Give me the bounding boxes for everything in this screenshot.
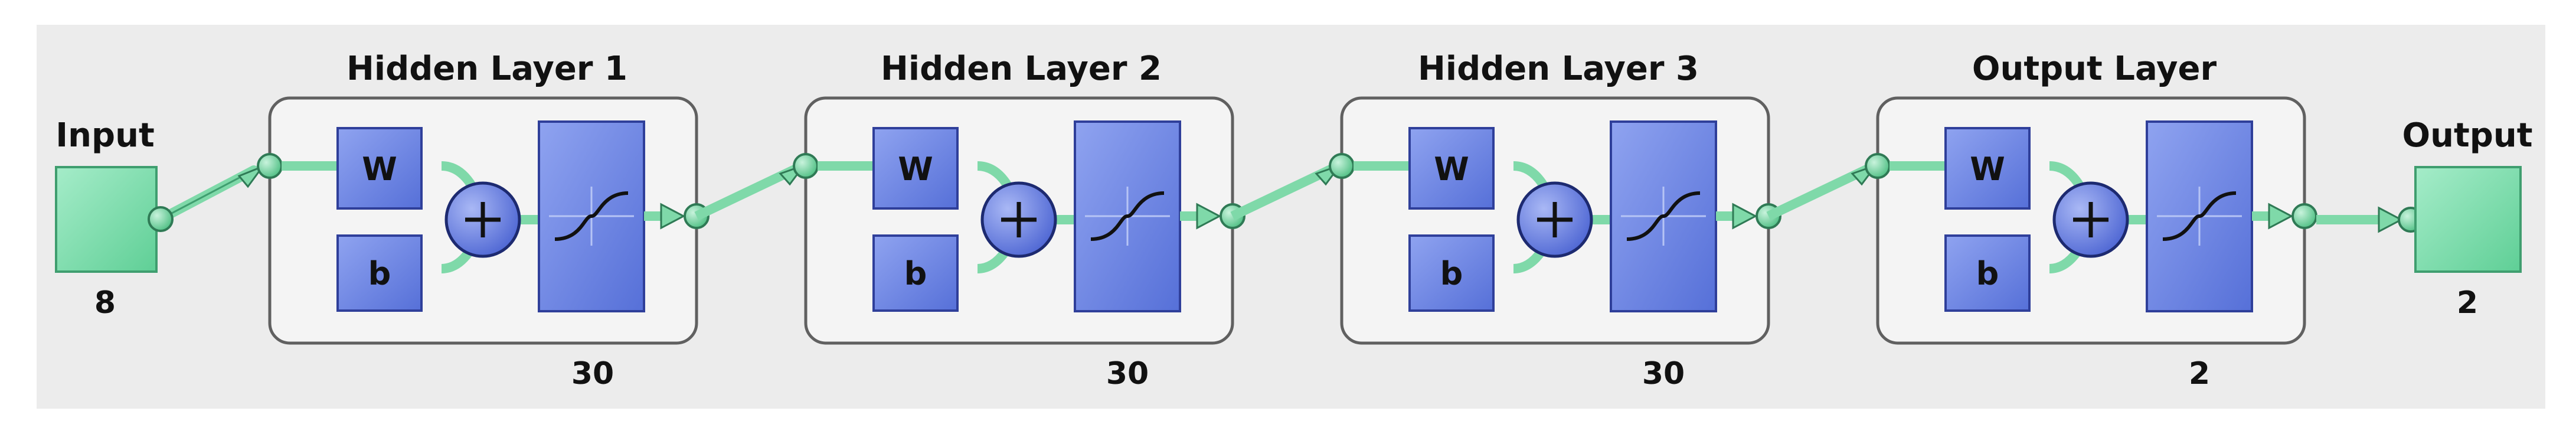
weight-block bbox=[336, 127, 423, 210]
bias-block bbox=[336, 234, 423, 312]
weight-block bbox=[872, 127, 959, 210]
layer-title: Output Layer bbox=[1972, 50, 2217, 88]
arrow-icon bbox=[237, 164, 266, 188]
bias-block bbox=[1408, 234, 1495, 312]
connector-node-icon bbox=[1329, 153, 1355, 179]
weight-block bbox=[1944, 127, 2031, 210]
hidden-layer-3: Hidden Layer 3 W b 30 bbox=[1329, 50, 1781, 392]
layer-title: Hidden Layer 1 bbox=[346, 50, 627, 88]
input-label: Input bbox=[55, 116, 154, 155]
connector-node-icon bbox=[257, 153, 283, 179]
connector-node-icon bbox=[1865, 153, 1891, 179]
inter-layer-wire bbox=[1230, 164, 1335, 221]
connector-node-icon bbox=[2291, 203, 2317, 229]
hidden-layer-1: Hidden Layer 1 W b 30 bbox=[257, 50, 710, 392]
arrow-icon bbox=[2378, 206, 2404, 233]
weight-label: W bbox=[898, 151, 933, 188]
layer-size: 30 bbox=[1106, 356, 1149, 392]
hidden-layer-2: Hidden Layer 2 W b 30 bbox=[793, 50, 1245, 392]
bias-label: b bbox=[368, 255, 391, 292]
arrow-icon bbox=[2268, 203, 2294, 230]
input-size: 8 bbox=[94, 285, 116, 321]
bias-block bbox=[1944, 234, 2031, 312]
output-block bbox=[2414, 166, 2522, 273]
bias-label: b bbox=[904, 255, 927, 292]
layer-title: Hidden Layer 2 bbox=[881, 50, 1162, 88]
input-block bbox=[55, 166, 158, 273]
weight-label: W bbox=[1970, 151, 2005, 188]
output-size: 2 bbox=[2457, 285, 2478, 321]
bias-label: b bbox=[1976, 255, 1999, 292]
arrow-icon bbox=[1196, 203, 1222, 230]
layer-size: 2 bbox=[2189, 356, 2210, 392]
connector-node-icon bbox=[148, 206, 174, 232]
sigmoid-icon bbox=[554, 191, 629, 241]
sigmoid-icon bbox=[1090, 191, 1165, 241]
weight-label: W bbox=[362, 151, 397, 188]
inter-layer-wire bbox=[1766, 164, 1871, 221]
bias-label: b bbox=[1440, 255, 1463, 292]
weight-block bbox=[1408, 127, 1495, 210]
output-layer: Output Layer W b 2 bbox=[1865, 50, 2317, 392]
layer-size: 30 bbox=[1642, 356, 1685, 392]
arrow-icon bbox=[660, 203, 686, 230]
sigmoid-icon bbox=[1626, 191, 1701, 241]
layer-title: Hidden Layer 3 bbox=[1418, 50, 1699, 88]
arrow-icon bbox=[1732, 203, 1758, 230]
sigmoid-icon bbox=[2162, 191, 2237, 241]
layer-size: 30 bbox=[571, 356, 614, 392]
inter-layer-wire bbox=[694, 164, 799, 221]
bias-block bbox=[872, 234, 959, 312]
connector-node-icon bbox=[793, 153, 819, 179]
output-label: Output bbox=[2402, 116, 2533, 155]
weight-label: W bbox=[1434, 151, 1469, 188]
